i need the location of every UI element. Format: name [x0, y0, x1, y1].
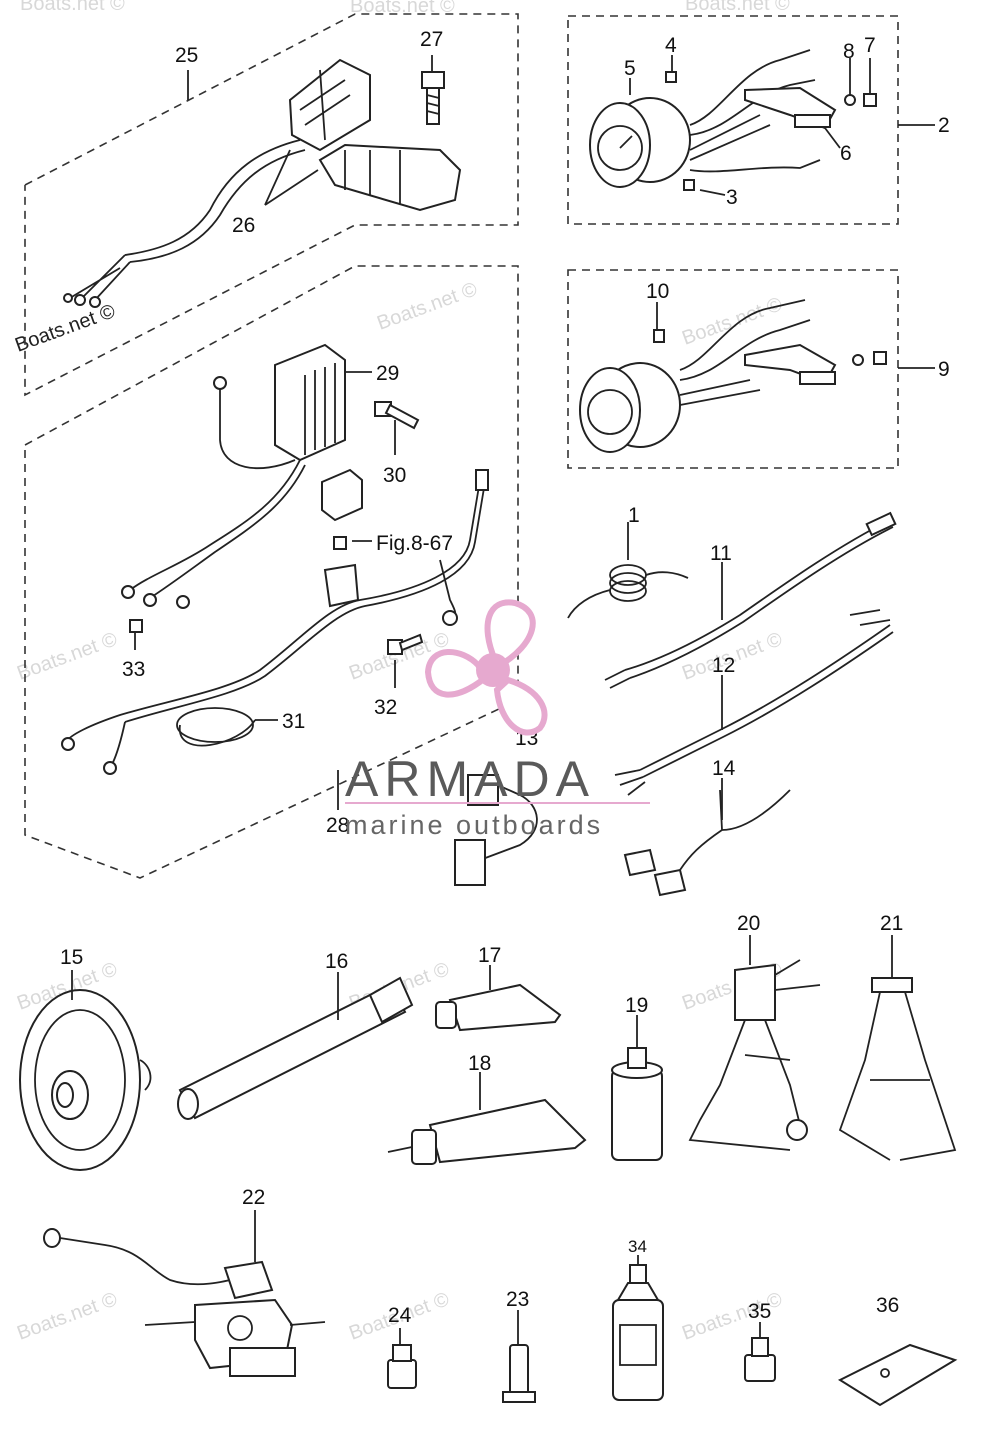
callout-26: 26 [232, 214, 255, 237]
rectifier-regulator [121, 343, 346, 609]
armada-logo: ARMADA marine outboards [345, 599, 650, 840]
watermark: Boats.net © [350, 0, 455, 17]
tachometer-gauge [589, 49, 877, 191]
watermark: Boats.net © [20, 0, 125, 15]
callout-11: 11 [710, 542, 732, 565]
small-fastener [129, 619, 424, 655]
grease-tube-large [387, 1098, 587, 1165]
fittings [387, 1337, 776, 1403]
wire-harness [61, 469, 489, 775]
watermark-dark: Boats.net © [12, 300, 118, 357]
bolt-part [374, 401, 420, 430]
watermark: Boats.net © [685, 0, 790, 15]
figure-reference: Fig.8-67 [376, 532, 453, 555]
relay [321, 468, 363, 550]
callout-21: 21 [880, 912, 903, 935]
brand-name: ARMADA [345, 751, 595, 807]
outboard-stand-wheeled [688, 959, 821, 1151]
callout-labels: 1 2 3 4 5 6 7 8 9 10 11 12 13 14 15 16 1… [60, 28, 950, 1327]
callout-29: 29 [376, 362, 399, 385]
trim-gauge [579, 299, 887, 453]
callout-5: 5 [624, 57, 636, 80]
callout-8: 8 [843, 40, 855, 63]
callout-22: 22 [242, 1186, 265, 1209]
callout-15: 15 [60, 946, 83, 969]
group-outlines [24, 13, 899, 879]
watermark: Boats.net © [374, 278, 480, 335]
oil-can [611, 1047, 663, 1161]
callout-10: 10 [646, 280, 669, 303]
callout-17: 17 [478, 944, 501, 967]
callout-28: 28 [326, 814, 349, 837]
callout-36: 36 [876, 1294, 899, 1317]
callout-12: 12 [712, 654, 735, 677]
callout-18: 18 [468, 1052, 491, 1075]
callout-33: 33 [122, 658, 145, 681]
callout-30: 30 [383, 464, 406, 487]
wire-coil [567, 564, 689, 619]
callout-9: 9 [938, 358, 950, 381]
leader-lines [71, 55, 935, 1345]
callout-1: 1 [628, 504, 640, 527]
callout-19: 19 [625, 994, 648, 1017]
connector-bundle [454, 774, 538, 886]
callout-6: 6 [840, 142, 852, 165]
callout-35: 35 [748, 1300, 771, 1323]
callout-25: 25 [175, 44, 198, 67]
callout-32: 32 [374, 696, 397, 719]
tool-pouch [837, 1343, 958, 1407]
callout-16: 16 [325, 950, 348, 973]
callout-31: 31 [282, 710, 305, 733]
callout-20: 20 [737, 912, 760, 935]
driveshaft [177, 976, 414, 1120]
callout-2: 2 [938, 114, 950, 137]
watermark: Boats.net © [679, 293, 785, 350]
brand-tagline: marine outboards [345, 810, 603, 840]
ignition-coil-assembly [63, 58, 462, 308]
callout-24: 24 [388, 1304, 412, 1327]
callout-4: 4 [665, 34, 677, 57]
fuel-connector [43, 1228, 326, 1377]
propeller-icon [424, 599, 548, 736]
grease-tube-small [435, 983, 562, 1032]
extension-cables [604, 511, 897, 796]
lubricant-bottle [612, 1264, 664, 1401]
flywheel [19, 989, 152, 1171]
outboard-stand [838, 977, 957, 1161]
bolt-part [421, 71, 445, 125]
callout-14: 14 [712, 757, 736, 780]
watermark: Boats.net © [14, 628, 120, 685]
callout-23: 23 [506, 1288, 529, 1311]
callout-34: 34 [628, 1237, 647, 1256]
callout-3: 3 [726, 186, 738, 209]
watermark: Boats.net © [14, 1288, 120, 1345]
callout-27: 27 [420, 28, 443, 51]
sensor-harness [623, 789, 791, 897]
callout-7: 7 [864, 34, 876, 57]
